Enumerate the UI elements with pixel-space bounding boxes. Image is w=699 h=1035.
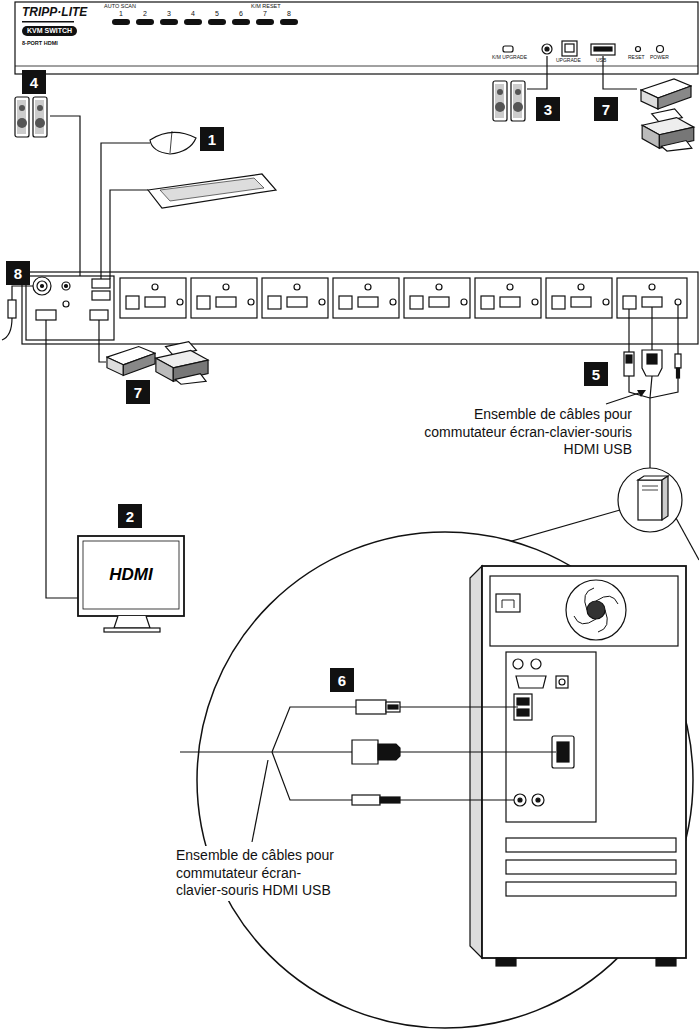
button-label: AUTO SCAN [104,3,136,9]
callout-number: 2 [118,504,142,528]
port-number: 4 [184,10,202,18]
port-number: 2 [136,10,154,18]
product-badge: KVM SWITCH [22,26,77,36]
monitor-screen: HDMI [83,541,179,609]
callout-number: 1 [200,127,224,151]
switch-label: K/M UPGRADE [492,55,527,61]
callout-text: 5 [592,366,600,383]
callout-number: 7 [594,97,618,121]
port-number: 8 [280,10,298,18]
callout-number: 3 [536,97,560,121]
callout-number: 8 [6,261,30,285]
port-number: 6 [232,10,250,18]
callout-text: 7 [134,384,142,401]
port-number: 3 [160,10,178,18]
callout-text: 8 [14,265,22,282]
callout-text: 6 [338,672,346,689]
callout-number: 7 [126,380,150,404]
port-label: USB [596,58,606,64]
callout-text: 2 [126,508,134,525]
callout-text: 7 [602,101,610,118]
cable-set-label: Ensemble de câbles pour commutateur écra… [400,405,634,460]
callout-number: 6 [330,668,354,692]
callout-text: 1 [208,131,216,148]
brand-logo: TRIPP·LITE [22,6,87,20]
callout-number: 4 [22,70,46,94]
port-number: 7 [256,10,274,18]
cable-set-label: Ensemble de câbles pour commutateur écra… [174,846,338,901]
screen-text: HDMI [109,565,152,585]
led-label: POWER [650,55,669,61]
button-label: RESET [628,55,645,61]
port-number: 1 [112,10,130,18]
port-label: UPGRADE [556,58,581,64]
callout-text: 3 [544,101,552,118]
button-label: K/M RESET [251,3,281,9]
port-number: 5 [208,10,226,18]
callout-number: 5 [584,362,608,386]
model-text: 8-PORT HDMI [22,40,58,46]
callout-text: 4 [30,74,38,91]
